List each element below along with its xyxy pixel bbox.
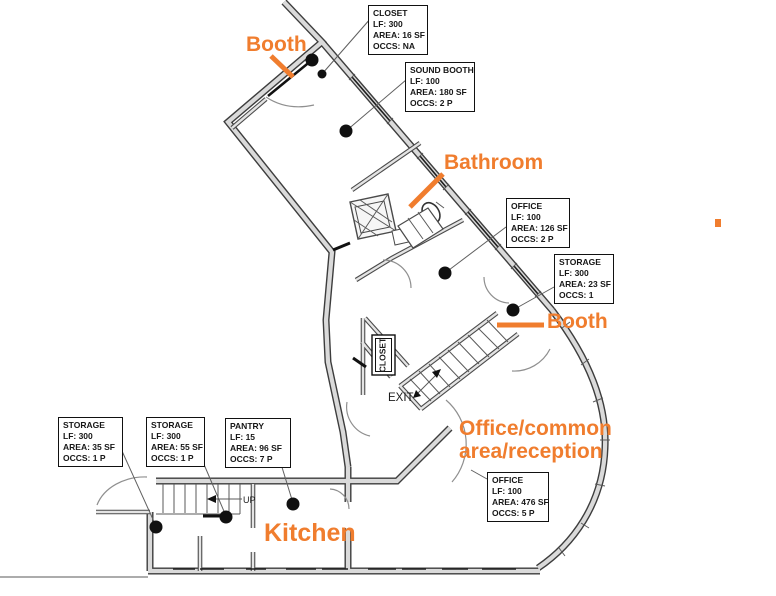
annotation-area: AREA: 16 SF [373, 30, 425, 40]
annotation-area: AREA: 126 SF [511, 223, 568, 233]
annotation-lf: LF: 100 [511, 212, 541, 222]
room-label-booth-top: Booth [246, 33, 307, 56]
annotation-lf: LF: 15 [230, 432, 256, 442]
annotation-title: OFFICE [511, 201, 543, 211]
annotation-occs: OCCS: 1 P [151, 453, 194, 463]
annotation-occs: OCCS: 5 P [492, 508, 535, 518]
annotation-occs: OCCS: 2 P [410, 98, 453, 108]
annotation-occs: OCCS: 1 P [63, 453, 106, 463]
annotation-box-pantry: PANTRY LF: 15 AREA: 96 SF OCCS: 7 P [225, 418, 291, 468]
annotation-box-storage-35: STORAGE LF: 300 AREA: 35 SF OCCS: 1 P [58, 417, 123, 467]
room-label-bathroom: Bathroom [444, 151, 544, 174]
annotation-occs: OCCS: 2 P [511, 234, 554, 244]
annotation-lf: LF: 100 [410, 76, 440, 86]
annotation-title: PANTRY [230, 421, 264, 431]
annotation-area: AREA: 55 SF [151, 442, 203, 452]
annotation-occs: OCCS: 7 P [230, 454, 273, 464]
annotation-area: AREA: 180 SF [410, 87, 467, 97]
annotation-box-office-476: OFFICE LF: 100 AREA: 476 SF OCCS: 5 P [487, 472, 549, 522]
annotation-lf: LF: 300 [559, 268, 589, 278]
sink-counter [397, 207, 444, 249]
room-label-booth-right: Booth [547, 310, 608, 333]
shower-icon [349, 193, 414, 246]
annotation-box-sound-booth: SOUND BOOTH LF: 100 AREA: 180 SF OCCS: 2… [405, 62, 475, 112]
room-label-office-common: Office/common area/reception [459, 417, 612, 463]
leader-lines [116, 17, 555, 527]
exit-arrow-icon [413, 369, 441, 398]
annotation-lf: LF: 300 [151, 431, 181, 441]
annotation-title: STORAGE [559, 257, 601, 267]
annotation-area: AREA: 96 SF [230, 443, 282, 453]
room-label-kitchen: Kitchen [264, 519, 356, 547]
annotation-box-closet: CLOSET LF: 300 AREA: 16 SF OCCS: NA [368, 5, 428, 55]
up-arrow-icon [207, 495, 242, 503]
annotation-lf: LF: 300 [373, 19, 403, 29]
annotation-lf: LF: 300 [63, 431, 93, 441]
annotation-title: STORAGE [63, 420, 105, 430]
bathroom-fixtures [349, 193, 445, 249]
up-label: UP [243, 495, 256, 505]
leader-dots [149, 53, 520, 534]
windows [173, 73, 610, 570]
annotation-area: AREA: 23 SF [559, 279, 611, 289]
closet-label: CLOSET [378, 337, 388, 372]
annotation-occs: OCCS: NA [373, 41, 416, 51]
annotation-title: SOUND BOOTH [410, 65, 474, 75]
annotation-lf: LF: 100 [492, 486, 522, 496]
annotation-title: OFFICE [492, 475, 524, 485]
annotation-area: AREA: 476 SF [492, 497, 549, 507]
room-label-office-common-line1: Office/common [459, 417, 612, 440]
annotation-occs: OCCS: 1 [559, 290, 594, 300]
door-arcs [96, 96, 551, 510]
annotation-title: STORAGE [151, 420, 193, 430]
annotation-box-storage-23: STORAGE LF: 300 AREA: 23 SF OCCS: 1 [554, 254, 614, 304]
orange-mark [715, 219, 721, 227]
annotation-box-office-126: OFFICE LF: 100 AREA: 126 SF OCCS: 2 P [506, 198, 570, 248]
room-label-office-common-line2: area/reception [459, 440, 603, 463]
annotation-area: AREA: 35 SF [63, 442, 115, 452]
annotation-title: CLOSET [373, 8, 408, 18]
orange-leader-lines [269, 54, 544, 328]
main-stairs [409, 319, 509, 402]
annotation-box-storage-55: STORAGE LF: 300 AREA: 55 SF OCCS: 1 P [146, 417, 205, 467]
exit-label: EXIT [388, 392, 414, 404]
closet-tag: CLOSET [371, 334, 396, 376]
